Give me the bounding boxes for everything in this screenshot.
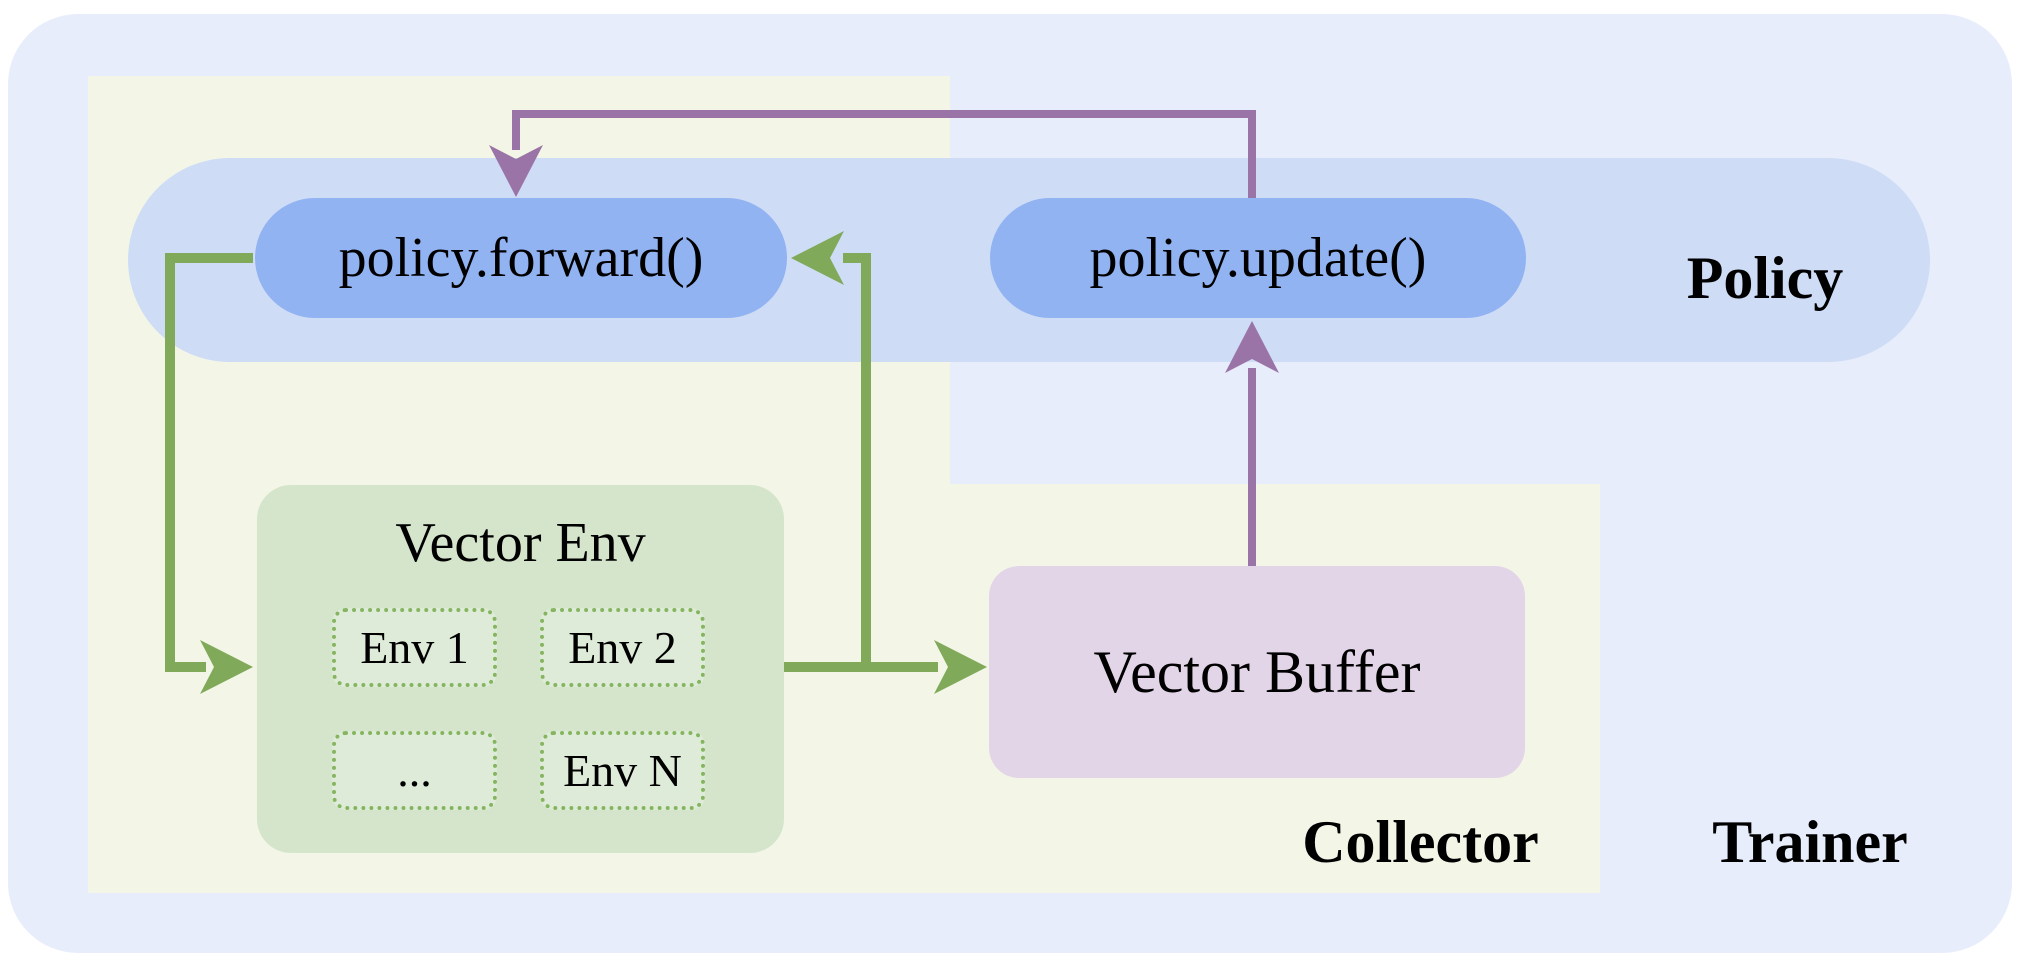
env-slot-1: Env 1 [332,608,497,687]
env-n-label: Env N [563,745,682,796]
env-2-label: Env 2 [568,622,677,673]
trainer-region-label: Trainer [1712,809,1908,875]
vector-buffer-label: Vector Buffer [1093,638,1421,705]
env-slot-n: Env N [540,731,705,810]
policy-update-label: policy.update() [1089,227,1427,289]
env-slot-2: Env 2 [540,608,705,687]
policy-region-label: Policy [1686,245,1844,311]
collector-region-label: Collector [1302,809,1539,875]
policy-forward-label: policy.forward() [338,227,704,289]
env-ellipsis-label: ... [397,745,432,796]
policy-forward-node: policy.forward() [255,198,787,318]
env-1-label: Env 1 [360,622,469,673]
vector-buffer-node: Vector Buffer [989,566,1525,778]
vector-env-title: Vector Env [395,512,646,574]
vector-env-node: Vector Env Env 1 Env 2 ... Env N [257,485,784,853]
policy-update-node: policy.update() [990,198,1526,318]
env-slot-ellipsis: ... [332,731,497,810]
